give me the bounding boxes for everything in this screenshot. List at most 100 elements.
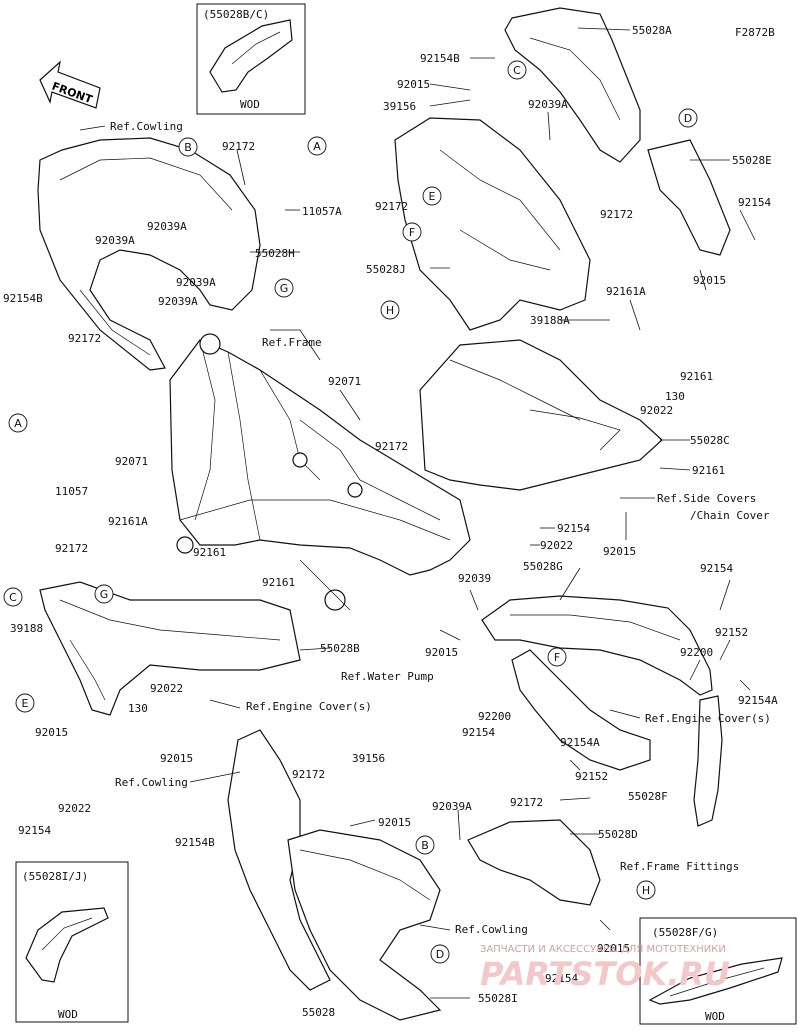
label-11057: 11057 bbox=[55, 485, 88, 498]
label-ref-engine-cover-a: Ref.Engine Cover(s) bbox=[246, 700, 372, 713]
label-ref-cowling-b: Ref.Cowling bbox=[115, 776, 188, 789]
figure-code: F2872B bbox=[735, 26, 775, 39]
label-92172-f: 92172 bbox=[55, 542, 88, 555]
label-92172-b: 92172 bbox=[375, 200, 408, 213]
front-arrow-icon: FRONT bbox=[39, 60, 101, 109]
callout-bubble bbox=[402, 222, 422, 242]
label-92172-g: 92172 bbox=[292, 768, 325, 781]
label-92015-f: 92015 bbox=[160, 752, 193, 765]
label-ref-engine-cover-b: Ref.Engine Cover(s) bbox=[645, 712, 771, 725]
cowl-55028h bbox=[37, 137, 261, 371]
label-55028: 55028 bbox=[302, 1006, 335, 1019]
label-92154-c: 92154 bbox=[700, 562, 733, 575]
cowl-55028 bbox=[227, 729, 331, 991]
callout-bubble bbox=[430, 944, 450, 964]
callout-letter: C bbox=[513, 64, 521, 77]
callout-bubble bbox=[678, 108, 698, 128]
callout-bubble bbox=[274, 278, 294, 298]
part-labels: 55028A 92154B 92015 39156 92039A Ref.Cow… bbox=[3, 24, 778, 1019]
label-92039a-b: 92039A bbox=[95, 234, 135, 247]
label-92154-e: 92154 bbox=[18, 824, 51, 837]
callout-bubble bbox=[380, 300, 400, 320]
label-92039a-c: 92039A bbox=[147, 220, 187, 233]
callout-bubble bbox=[15, 693, 35, 713]
label-39156-top: 39156 bbox=[383, 100, 416, 113]
inset-bl-title: (55028I/J) bbox=[22, 870, 88, 883]
label-92154-b: 92154 bbox=[557, 522, 590, 535]
callout-letter: G bbox=[280, 282, 289, 295]
label-ref-water-pump: Ref.Water Pump bbox=[341, 670, 434, 683]
label-92200-b: 92200 bbox=[478, 710, 511, 723]
label-ref-frame: Ref.Frame bbox=[262, 336, 322, 349]
label-92015-h: 92015 bbox=[597, 942, 630, 955]
callout-letter: F bbox=[554, 651, 560, 664]
label-39188a: 39188A bbox=[530, 314, 570, 327]
label-92152-a: 92152 bbox=[715, 626, 748, 639]
callout-letter: H bbox=[386, 304, 394, 317]
label-92161-a: 92161 bbox=[680, 370, 713, 383]
label-39156-b: 39156 bbox=[352, 752, 385, 765]
label-ref-cowling-c: Ref.Cowling bbox=[455, 923, 528, 936]
callout-bubble bbox=[178, 137, 198, 157]
callout-bubble bbox=[307, 136, 327, 156]
label-92172-c: 92172 bbox=[600, 208, 633, 221]
cowl-55028i bbox=[287, 829, 442, 1021]
inset-br-title: (55028F/G) bbox=[652, 926, 718, 939]
watermark-tagline: ЗАПЧАСТИ И АКСЕССУАРЫ ДЛЯ МОТОТЕХНИКИ bbox=[480, 944, 726, 955]
label-92161-b: 92161 bbox=[692, 464, 725, 477]
label-92172-d: 92172 bbox=[68, 332, 101, 345]
label-92015-e: 92015 bbox=[35, 726, 68, 739]
label-92154a-b: 92154A bbox=[560, 736, 600, 749]
label-92154-f: 92154 bbox=[545, 972, 578, 985]
label-92015-d: 92015 bbox=[425, 646, 458, 659]
inset-br-note: WOD bbox=[705, 1010, 725, 1023]
label-92071-a: 92071 bbox=[328, 375, 361, 388]
label-92039a-f: 92039A bbox=[432, 800, 472, 813]
callout-letter: A bbox=[313, 140, 321, 153]
callout-bubble bbox=[636, 880, 656, 900]
label-92200-a: 92200 bbox=[680, 646, 713, 659]
inset-bl-note: WOD bbox=[58, 1008, 78, 1021]
label-92039a-d: 92039A bbox=[176, 276, 216, 289]
label-92039a-e: 92039A bbox=[158, 295, 198, 308]
bracket-55028e bbox=[647, 139, 731, 256]
frame-fittings bbox=[693, 695, 723, 827]
panel-55028b bbox=[39, 581, 301, 716]
watermark-logo: PARTSTOK.RU bbox=[480, 955, 730, 993]
label-92154a-a: 92154A bbox=[738, 694, 778, 707]
label-92172-h: 92172 bbox=[510, 796, 543, 809]
cowl-55028j bbox=[394, 117, 591, 331]
callout-letter: H bbox=[642, 884, 650, 897]
callout-bubble bbox=[422, 186, 442, 206]
cowl-55028a bbox=[504, 7, 641, 163]
callout-letter: D bbox=[436, 948, 444, 961]
label-92152-b: 92152 bbox=[575, 770, 608, 783]
callout-bubble bbox=[415, 835, 435, 855]
inset-top-note: WOD bbox=[240, 98, 260, 111]
label-55028g: 55028G bbox=[523, 560, 563, 573]
inset-55028ij: (55028I/J) WOD bbox=[15, 861, 129, 1023]
label-92154b-top: 92154B bbox=[420, 52, 460, 65]
label-92161a-top: 92161A bbox=[606, 285, 646, 298]
label-92154-a: 92154 bbox=[738, 196, 771, 209]
label-92154-d: 92154 bbox=[462, 726, 495, 739]
callout-letter: C bbox=[9, 591, 17, 604]
label-92015-top: 92015 bbox=[397, 78, 430, 91]
label-92172-e: 92172 bbox=[375, 440, 408, 453]
inset-55028fg: (55028F/G) WOD bbox=[639, 917, 797, 1025]
label-ref-cowling-top: Ref.Cowling bbox=[110, 120, 183, 133]
panel-55028f bbox=[511, 649, 651, 771]
callout-letter: E bbox=[22, 697, 29, 710]
frame-drawing bbox=[169, 333, 471, 611]
label-92161-d: 92161 bbox=[262, 576, 295, 589]
label-92022-a: 92022 bbox=[640, 404, 673, 417]
callout-letter: B bbox=[421, 839, 429, 852]
label-55028j: 55028J bbox=[366, 263, 406, 276]
label-39188: 39188 bbox=[10, 622, 43, 635]
label-92022-c: 92022 bbox=[150, 682, 183, 695]
callout-bubble bbox=[94, 584, 114, 604]
label-55028b: 55028B bbox=[320, 642, 360, 655]
